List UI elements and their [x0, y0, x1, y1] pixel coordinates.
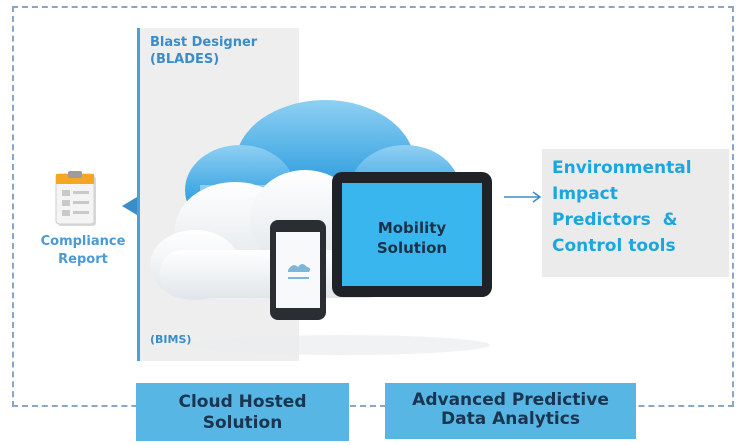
analytics-line1: Advanced Predictive [412, 390, 609, 410]
blast-designer-line2: (BLADES) [150, 52, 220, 67]
bims-label: (BIMS) [150, 333, 192, 346]
compliance-line2: Report [58, 252, 108, 267]
environmental-box [542, 149, 729, 277]
analytics-line2: Data Analytics [441, 409, 580, 429]
cloud-hosted-solution-box: Cloud Hosted Solution [136, 383, 349, 441]
cloud-hosted-line1: Cloud Hosted [178, 392, 307, 412]
report-document-icon [55, 171, 96, 226]
cloud-hosted-line2: Solution [202, 413, 283, 433]
advanced-analytics-box: Advanced Predictive Data Analytics [385, 383, 636, 439]
env-line2: Impact [552, 184, 618, 204]
tablet-line2: Solution [376, 239, 448, 257]
env-line3: Predictors & [552, 210, 678, 230]
environmental-impact-text: Environmental Impact Predictors & Contro… [552, 155, 692, 259]
smartphone-device-icon [270, 220, 326, 320]
tablet-device-icon [332, 172, 492, 297]
tablet-line1: Mobility [377, 219, 447, 237]
env-line1: Environmental [552, 158, 692, 178]
right-arrow-icon [504, 191, 542, 203]
blast-designer-line1: Blast Designer [150, 35, 258, 50]
blast-designer-label: Blast Designer (BLADES) [150, 34, 257, 68]
compliance-report-label: Compliance Report [28, 233, 138, 269]
compliance-line1: Compliance [40, 234, 126, 249]
tablet-screen-text: Mobility Solution [342, 218, 482, 258]
env-line4: Control tools [552, 236, 676, 256]
panel-accent-bar [137, 28, 140, 361]
pointer-arrow-icon [122, 197, 137, 215]
cloud-devices-illustration [150, 100, 492, 355]
dashed-frame [12, 6, 734, 407]
